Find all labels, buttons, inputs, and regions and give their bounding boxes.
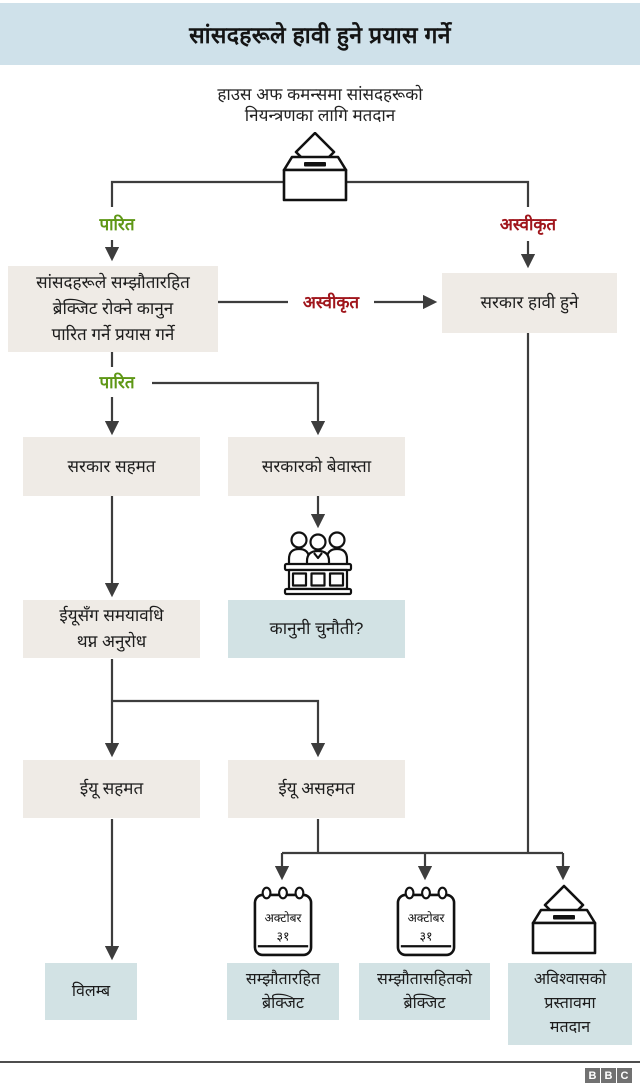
label-passed-mid: पारित <box>99 373 135 392</box>
node-no-deal-brexit: सम्झौतारहित ब्रेक्जिट <box>227 963 339 1020</box>
node-govt-agrees: सरकार सहमत <box>23 437 200 496</box>
title-banner: सांसदहरूले हावी हुने प्रयास गर्ने <box>0 3 640 65</box>
node-eu-extension-request: ईयूसँग समयावधि थप्न अनुरोध <box>23 600 200 658</box>
footer-divider <box>0 1061 640 1063</box>
node-eu-disagrees: ईयू असहमत <box>228 760 405 818</box>
bbc-logo-letter: B <box>601 1068 616 1083</box>
calendar-icon-october-31-first: अक्टोबर ३१ <box>253 886 313 962</box>
subtitle: हाउस अफ कमन्समा सांसदहरूको नियन्त्रणका ल… <box>217 85 423 125</box>
judges-bench-icon <box>282 527 354 599</box>
calendar-icon-october-31-second: अक्टोबर ३१ <box>396 886 456 962</box>
page-title: सांसदहरूले हावी हुने प्रयास गर्ने <box>189 22 451 48</box>
calendar-day-label: ३१ <box>419 929 432 943</box>
label-rejected-top: अस्वीकृत <box>499 215 557 234</box>
node-eu-agrees: ईयू सहमत <box>23 760 200 818</box>
bbc-logo-letter: C <box>617 1068 632 1083</box>
bbc-logo-letter: B <box>585 1068 600 1083</box>
node-deal-brexit: सम्झौतासहितको ब्रेक्जिट <box>359 963 490 1020</box>
ballot-box-icon-small <box>526 884 602 960</box>
node-govt-prevails: सरकार हावी हुने <box>442 273 617 333</box>
ballot-box-icon <box>277 132 353 206</box>
node-bill-attempt: सांसदहरूले सम्झौतारहित ब्रेक्जिट रोक्ने … <box>8 266 218 352</box>
node-govt-ignores: सरकारको बेवास्ता <box>228 437 405 496</box>
calendar-month-label: अक्टोबर <box>408 911 446 925</box>
node-delay: विलम्ब <box>45 963 137 1020</box>
label-passed-top: पारित <box>99 215 135 234</box>
calendar-day-label: ३१ <box>276 929 289 943</box>
bbc-logo: B B C <box>585 1068 632 1083</box>
label-rejected-mid: अस्वीकृत <box>302 293 360 312</box>
node-legal-challenge: कानुनी चुनौती? <box>228 600 405 658</box>
node-no-confidence-vote: अविश्वासको प्रस्तावमा मतदान <box>508 963 632 1045</box>
calendar-month-label: अक्टोबर <box>265 911 303 925</box>
